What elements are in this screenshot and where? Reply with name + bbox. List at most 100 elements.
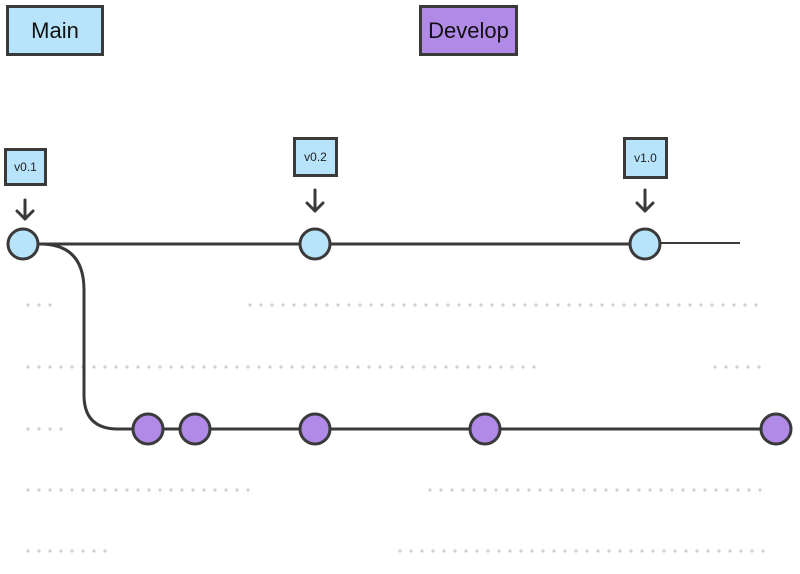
grid-dot [26,488,30,492]
grid-dot [169,488,173,492]
grid-dot [424,303,428,307]
grid-dot [26,365,30,369]
grid-dot [695,549,699,553]
grid-dot [422,365,426,369]
grid-dot [488,365,492,369]
grid-dot [593,488,597,492]
grid-dot [202,365,206,369]
grid-dot [92,365,96,369]
grid-dot [26,427,30,431]
grid-dot [743,303,747,307]
grid-dot [747,488,751,492]
main-commit [298,227,332,261]
grid-dot [180,365,184,369]
grid-dot [48,365,52,369]
grid-dot [692,488,696,492]
grid-dot [213,488,217,492]
grid-dot [479,303,483,307]
grid-dot [191,365,195,369]
tag-v0-1: v0.1 [4,148,47,186]
grid-dot [739,549,743,553]
grid-dot [659,488,663,492]
grid-dot [81,549,85,553]
grid-dot [466,365,470,369]
grid-dot [391,303,395,307]
grid-dot [549,488,553,492]
grid-dot [758,488,762,492]
grid-dot [655,303,659,307]
grid-dot [380,303,384,307]
branch-label-develop: Develop [419,5,518,56]
grid-dot [677,303,681,307]
grid-dot [446,303,450,307]
grid-dot [688,303,692,307]
grid-dot [402,303,406,307]
grid-dot [248,303,252,307]
grid-dot [336,303,340,307]
grid-dot [578,303,582,307]
grid-dot [706,549,710,553]
grid-dot [717,549,721,553]
grid-dot [611,303,615,307]
grid-dot [37,488,41,492]
grid-dot [534,303,538,307]
grid-dot [103,549,107,553]
grid-dot [26,549,30,553]
grid-dot [552,549,556,553]
develop-commit [468,412,502,446]
grid-dot [508,549,512,553]
grid-dot [400,365,404,369]
grid-dot [585,549,589,553]
grid-dot [622,303,626,307]
develop-branch-curve [39,242,135,431]
tag-v1-0: v1.0 [623,137,668,179]
grid-dot [516,488,520,492]
grid-dot [604,488,608,492]
grid-dot [358,303,362,307]
grid-dot [538,488,542,492]
grid-dot [732,303,736,307]
grid-dot [483,488,487,492]
grid-dot [367,365,371,369]
main-commit [628,227,662,261]
develop-commit [298,412,332,446]
grid-dot [757,365,761,369]
grid-dot [468,303,472,307]
grid-dot [169,365,173,369]
grid-dot [589,303,593,307]
grid-dot [235,365,239,369]
grid-dot [235,488,239,492]
grid-dot [92,488,96,492]
grid-dot [180,488,184,492]
grid-dot [494,488,498,492]
grid-dot [48,303,52,307]
grid-dot [301,365,305,369]
grid-dot [270,303,274,307]
background-dot-grid [26,303,765,553]
grid-dot [378,365,382,369]
grid-dot [48,427,52,431]
grid-dot [314,303,318,307]
grid-dot [37,303,41,307]
grid-dot [724,365,728,369]
grid-dot [455,365,459,369]
grid-dot [648,488,652,492]
grid-dot [556,303,560,307]
grid-dot [728,549,732,553]
grid-dot [420,549,424,553]
grid-dot [325,303,329,307]
grid-dot [147,365,151,369]
grid-dot [453,549,457,553]
grid-dot [347,303,351,307]
grid-dot [670,488,674,492]
grid-dot [527,488,531,492]
grid-dot [444,365,448,369]
grid-dot [409,549,413,553]
grid-dot [428,488,432,492]
grid-dot [103,365,107,369]
grid-dot [356,365,360,369]
grid-dot [673,549,677,553]
grid-dot [582,488,586,492]
grid-dot [303,303,307,307]
grid-dot [259,303,263,307]
